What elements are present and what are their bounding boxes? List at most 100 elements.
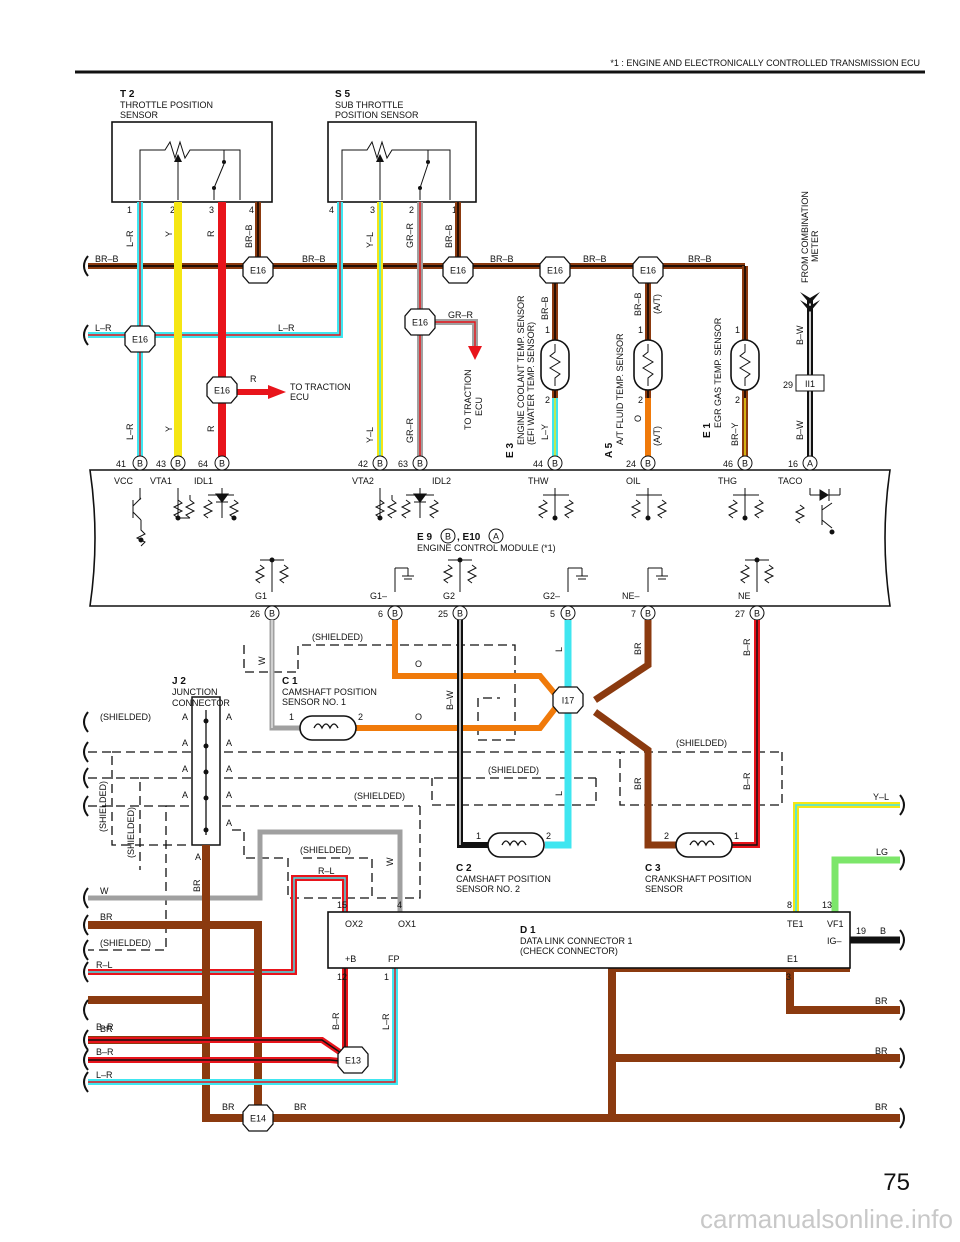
d1-fp: FP bbox=[388, 954, 400, 964]
a5-thermistor bbox=[633, 339, 663, 391]
a5-pin-2: 2 bbox=[638, 395, 643, 405]
pin-7: 7 bbox=[631, 609, 636, 619]
lbl-b-r-4: B–R bbox=[96, 1047, 114, 1057]
lbl-shielded: (SHIELDED) bbox=[100, 938, 151, 948]
lbl-br-j2: BR bbox=[192, 879, 202, 892]
e16-label: E16 bbox=[412, 318, 428, 328]
j2-code: J 2 bbox=[172, 676, 186, 687]
pin-conn-b: B bbox=[457, 609, 463, 619]
lbl-b-r-2: B–R bbox=[742, 772, 752, 790]
meter-line1: FROM COMBINATION bbox=[800, 191, 810, 283]
pin-conn-b: B bbox=[137, 459, 143, 469]
a5-code: A 5 bbox=[604, 442, 615, 458]
pin-43: 43 bbox=[156, 459, 166, 469]
lbl-ly: L–Y bbox=[540, 424, 550, 440]
j2-a: A bbox=[195, 852, 201, 862]
j2-junction-connector: J 2 JUNCTION CONNECTOR A A A A A A A A A… bbox=[172, 676, 232, 862]
lbl-r-2: R bbox=[206, 425, 216, 432]
j2-a: A bbox=[226, 764, 232, 774]
d1-pin-12: 12 bbox=[337, 972, 347, 982]
term-g2m: G2– bbox=[543, 591, 560, 601]
pin-26: 26 bbox=[250, 609, 260, 619]
j2-a: A bbox=[182, 712, 188, 722]
pin-41: 41 bbox=[116, 459, 126, 469]
t2-pin-4: 4 bbox=[249, 205, 254, 215]
e13-connector: E13 bbox=[337, 1046, 369, 1074]
d1-pin-13: 13 bbox=[822, 900, 832, 910]
pin-conn-b: B bbox=[742, 459, 748, 469]
e3-pin-2: 2 bbox=[545, 395, 550, 405]
lbl-l-2: L bbox=[554, 791, 564, 796]
d1-name2: (CHECK CONNECTOR) bbox=[520, 946, 618, 956]
wire-br-nem bbox=[593, 620, 652, 703]
lbl-shielded: (SHIELDED) bbox=[312, 632, 363, 642]
lbl-br-1: BR bbox=[633, 642, 643, 655]
d1-ig: IG– bbox=[827, 936, 842, 946]
lbl-grr-1: GR–R bbox=[405, 222, 415, 248]
c2-pin-2: 2 bbox=[546, 831, 551, 841]
lbl-brb-v2: BR–B bbox=[444, 224, 454, 248]
e1-pin-1: 1 bbox=[735, 325, 740, 335]
continuation-marks bbox=[83, 711, 905, 1129]
j2-a: A bbox=[182, 790, 188, 800]
e13-label: E13 bbox=[345, 1056, 361, 1066]
term-thg: THG bbox=[718, 476, 737, 486]
j2-a: A bbox=[226, 790, 232, 800]
d1-data-link-connector: OX2 OX1 TE1 VF1 IG– +B FP E1 D 1 DATA LI… bbox=[327, 900, 851, 982]
pin-conn-b: B bbox=[645, 609, 651, 619]
lbl-lr-v2: L–R bbox=[125, 423, 135, 440]
ii1-label: II1 bbox=[805, 379, 815, 389]
c2-name2: SENSOR NO. 2 bbox=[456, 884, 520, 894]
d1-pin-3: 3 bbox=[786, 972, 791, 982]
c3-pin-1: 1 bbox=[734, 831, 739, 841]
ecm-name: ENGINE CONTROL MODULE (*1) bbox=[417, 543, 556, 553]
lbl-shielded: (SHIELDED) bbox=[98, 781, 108, 832]
wire-bw-g2 bbox=[457, 620, 488, 848]
t2-pin-2: 2 bbox=[170, 205, 175, 215]
e16-label: E16 bbox=[250, 266, 266, 276]
wire-o-c1 bbox=[355, 700, 563, 731]
term-vta1: VTA1 bbox=[150, 476, 172, 486]
lbl-brb-1: BR–B bbox=[95, 254, 119, 264]
lbl-o-1: O bbox=[415, 659, 422, 669]
lbl-at-1: (A/T) bbox=[652, 294, 662, 314]
to-traction-2b: ECU bbox=[474, 397, 484, 416]
pin-64: 64 bbox=[198, 459, 208, 469]
e16-connectors: E16 E16 E16 E16 E16 E16 E16 bbox=[124, 256, 664, 404]
term-nem: NE– bbox=[622, 591, 640, 601]
ecm-body: B B B B B B B B A 41 43 64 42 63 44 24 4… bbox=[89, 455, 891, 607]
d1-e1: E1 bbox=[787, 954, 798, 964]
pin-29: 29 bbox=[783, 380, 793, 390]
vertical-sensor-labels: E 3 ENGINE COOLANT TEMP. SENSOR (EFI WAT… bbox=[505, 191, 820, 458]
term-oil: OIL bbox=[626, 476, 641, 486]
term-vta2: VTA2 bbox=[352, 476, 374, 486]
c2-name1: CAMSHAFT POSITION bbox=[456, 874, 551, 884]
watermark: carmanualsonline.info bbox=[700, 1204, 953, 1234]
e3-thermistor bbox=[540, 339, 570, 391]
pin-conn-b: B bbox=[269, 609, 275, 619]
e1-pin-2: 2 bbox=[735, 395, 740, 405]
to-traction-1b: ECU bbox=[290, 392, 309, 402]
c1-name2: SENSOR NO. 1 bbox=[282, 697, 346, 707]
e16-label: E16 bbox=[132, 335, 148, 345]
lbl-b-r-3: B–R bbox=[96, 1022, 114, 1032]
e3-name1: ENGINE COOLANT TEMP. SENSOR bbox=[516, 295, 526, 445]
t2-pin-1: 1 bbox=[127, 205, 132, 215]
lbl-shielded: (SHIELDED) bbox=[676, 738, 727, 748]
t2-name1: THROTTLE POSITION bbox=[120, 100, 213, 110]
s5-name2: POSITION SENSOR bbox=[335, 110, 419, 120]
c1-pin-1: 1 bbox=[289, 712, 294, 722]
pin-conn-b: B bbox=[754, 609, 760, 619]
lbl-rl-1: R–L bbox=[96, 960, 113, 970]
ecm-internal-circuit bbox=[132, 488, 841, 547]
pin-conn-b: B bbox=[552, 459, 558, 469]
pin-conn-b: B bbox=[417, 459, 423, 469]
lbl-shielded: (SHIELDED) bbox=[354, 791, 405, 801]
meter-line2: METER bbox=[810, 230, 820, 262]
lbl-at-2: (A/T) bbox=[652, 426, 662, 446]
s5-pin-1: 1 bbox=[452, 205, 457, 215]
d1-ox2: OX2 bbox=[345, 919, 363, 929]
ecm-top-pins: B B B B B B B B A 41 43 64 42 63 44 24 4… bbox=[116, 455, 818, 471]
lbl-grr-2: GR–R bbox=[405, 417, 415, 443]
lbl-brb-v3: BR–B bbox=[540, 296, 550, 320]
